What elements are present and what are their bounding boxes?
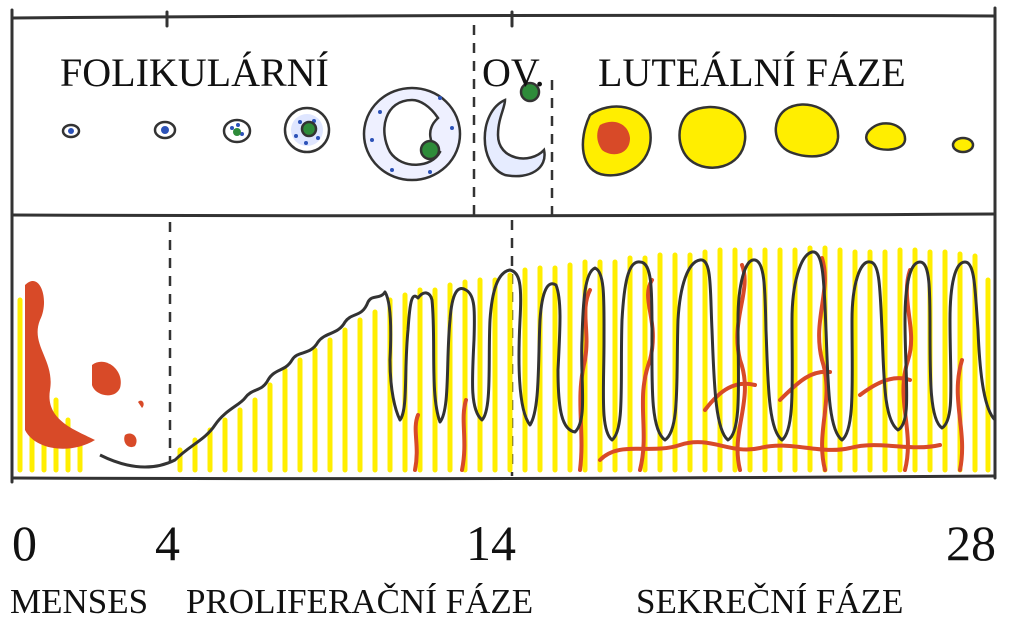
proliferative-phase-label: PROLIFERAČNÍ FÁZE <box>186 584 533 619</box>
corpus-albicans <box>953 138 973 152</box>
follicle-stage-1 <box>63 125 79 137</box>
corpus-luteum-4 <box>866 123 905 149</box>
day-label-14: 14 <box>466 518 516 568</box>
follicle-stage-3 <box>224 120 250 142</box>
follicle-stage-2 <box>155 122 175 138</box>
endometrium-surface <box>100 252 995 467</box>
luteal-phase-label: LUTEÁLNÍ FÁZE <box>598 53 906 93</box>
follicle-sequence <box>63 83 973 180</box>
menstrual-shedding <box>25 281 144 449</box>
day-label-4: 4 <box>155 518 180 568</box>
follicle-stage-4 <box>285 108 329 152</box>
day-label-28: 28 <box>946 518 996 568</box>
day-label-0: 0 <box>12 518 37 568</box>
corpus-luteum-1 <box>583 107 651 176</box>
ovulation-label: OV. <box>482 53 545 93</box>
corpus-luteum-3 <box>776 105 838 157</box>
follicle-stage-5-antral <box>364 88 460 180</box>
ruptured-follicle <box>485 83 545 176</box>
endometrium-stroma <box>20 248 988 470</box>
secretory-phase-label: SEKREČNÍ FÁZE <box>636 584 903 619</box>
corpus-luteum-2 <box>680 107 746 168</box>
menses-label: MENSES <box>10 584 148 619</box>
follicular-phase-label: FOLIKULÁRNÍ <box>60 53 329 93</box>
